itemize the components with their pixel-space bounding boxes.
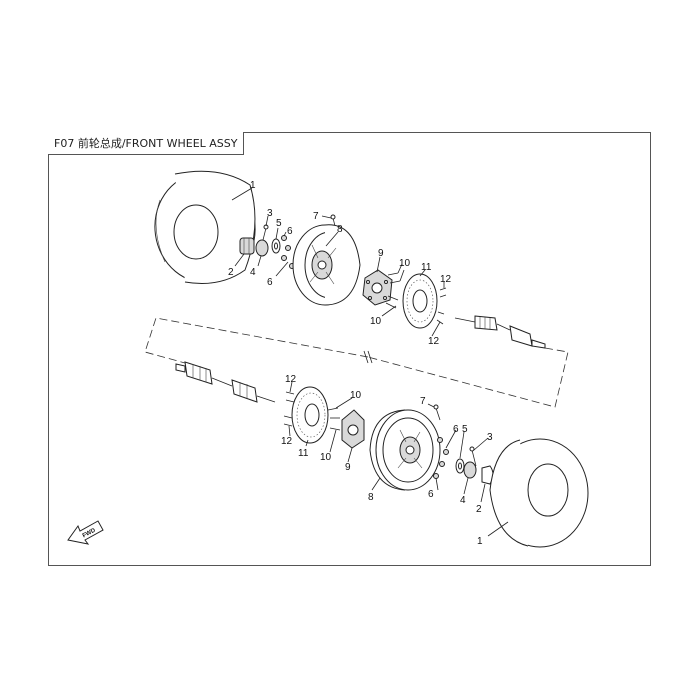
callout-10: 10 (399, 258, 411, 269)
lug-nuts-lower (433, 437, 449, 479)
callout-8: 8 (337, 224, 343, 235)
disc-bolts-lower (283, 391, 295, 427)
callout-4: 4 (460, 495, 466, 506)
callout-4: 4 (250, 267, 256, 278)
hub-upper (362, 269, 393, 306)
callout-1: 1 (250, 180, 256, 191)
callout-7: 7 (313, 211, 319, 222)
brake-disc-lower (291, 386, 329, 444)
callout-10: 10 (350, 390, 362, 401)
callout-6: 6 (453, 424, 459, 435)
page-title: F07 前轮总成/FRONT WHEEL ASSY (48, 132, 245, 155)
cotter-pin-lower (469, 446, 477, 467)
callout-3: 3 (487, 432, 493, 443)
washer-lower (455, 458, 465, 474)
callout-12: 12 (285, 374, 297, 385)
hub-bolts-lower (327, 407, 341, 431)
callout-7: 7 (420, 396, 426, 407)
callout-5: 5 (276, 218, 282, 229)
callout-10: 10 (370, 316, 382, 327)
rim-lower (369, 409, 441, 491)
callout-labels: 1 2 3 4 5 6 6 7 8 9 10 10 11 12 12 12 12… (228, 180, 493, 547)
callout-8: 8 (368, 492, 374, 503)
castle-nut-upper (255, 239, 269, 257)
callout-6: 6 (287, 226, 293, 237)
axle-link-dashed (144, 317, 569, 408)
callout-9: 9 (378, 248, 384, 259)
valve-stem-lower (433, 404, 441, 421)
tire-lower (489, 438, 589, 548)
washer-upper (271, 238, 281, 254)
brake-disc-upper (402, 273, 438, 329)
rim-upper (292, 224, 361, 306)
callout-11: 11 (421, 262, 432, 273)
callout-10: 10 (320, 452, 332, 463)
callout-6: 6 (428, 489, 434, 500)
callout-12: 12 (281, 436, 293, 447)
callout-2: 2 (228, 267, 234, 278)
callout-6: 6 (267, 277, 273, 288)
wheel-nut-upper (239, 237, 255, 255)
callout-5: 5 (462, 424, 468, 435)
leader-lines (231, 187, 509, 537)
callout-11: 11 (298, 448, 309, 459)
callout-12: 12 (440, 274, 452, 285)
fwd-arrow-icon: FWD (67, 520, 104, 545)
castle-nut-lower (463, 461, 477, 479)
diagram-frame (48, 132, 651, 566)
hub-lower (341, 409, 365, 449)
drive-shaft-upper (454, 315, 546, 349)
callout-9: 9 (345, 462, 351, 473)
tire-upper (154, 170, 256, 284)
disc-bolts-upper (436, 287, 447, 325)
callout-2: 2 (476, 504, 482, 515)
callout-3: 3 (267, 208, 273, 219)
drive-shaft-lower (175, 361, 276, 403)
callout-12: 12 (428, 336, 440, 347)
callout-1: 1 (477, 536, 483, 547)
